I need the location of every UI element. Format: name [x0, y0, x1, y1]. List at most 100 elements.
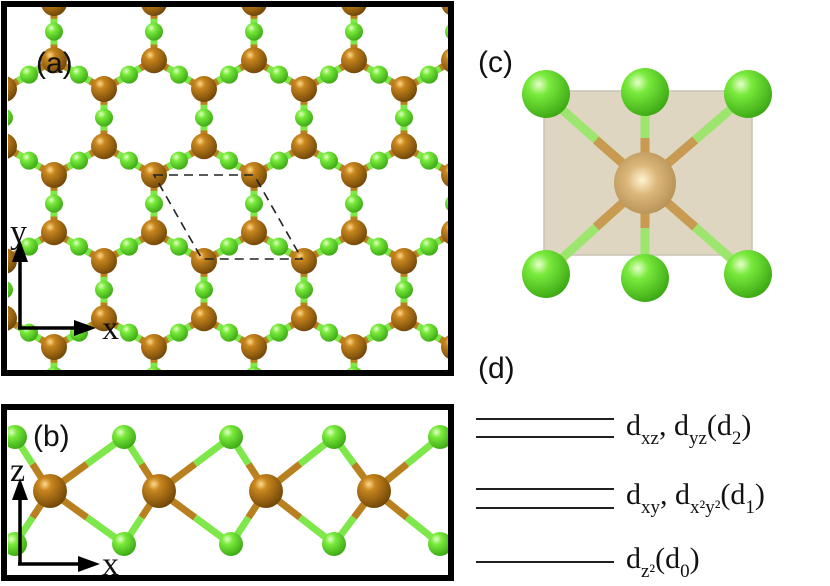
metal-atom: [441, 48, 448, 72]
halogen-atom: [370, 237, 388, 256]
halogen-atom: [370, 151, 388, 170]
metal-atom: [291, 248, 317, 274]
halogen-atom: [112, 425, 136, 449]
metal-atom: [33, 474, 67, 508]
halogen-atom: [320, 65, 338, 84]
metal-atom: [8, 76, 17, 102]
halogen-atom: [145, 22, 163, 41]
halogen-atom: [20, 237, 38, 256]
panel-a-atoms: [8, 6, 448, 370]
metal-atom: [391, 76, 417, 102]
halogen-atom: [320, 323, 338, 342]
metal-atom: [91, 76, 117, 102]
halogen-atom: [420, 237, 438, 256]
halogen-atom: [370, 323, 388, 342]
halogen-atom: [522, 70, 570, 118]
panel-c: (c): [478, 46, 772, 302]
metal-atom: [91, 133, 117, 160]
halogen-atom: [270, 151, 288, 170]
panel-d-label: (d): [478, 352, 515, 385]
z-arrow-icon: [12, 478, 28, 500]
panel-b-frame: [1, 404, 454, 581]
panel-d: (d) dxz, dyz(d2) dxy, dx²y²(d1) dz²(d0): [476, 352, 765, 582]
halogen-atom: [46, 366, 62, 370]
halogen-atom: [245, 194, 263, 213]
metal-atom: [241, 162, 267, 188]
panel-a: (a) y x: [1, 1, 454, 376]
halogen-atom: [270, 323, 288, 342]
octahedron: [522, 68, 772, 302]
halogen-atom: [320, 151, 338, 170]
metal-atom: [91, 248, 117, 274]
halogen-atom: [145, 194, 163, 213]
metal-atom: [441, 220, 448, 244]
halogen-atom: [724, 250, 772, 298]
halogen-atom: [146, 366, 162, 370]
halogen-atom: [445, 196, 448, 211]
halogen-atom: [395, 280, 413, 299]
halogen-atom: [345, 22, 363, 41]
y-arrow-icon: [12, 240, 28, 262]
halogen-atom: [120, 65, 138, 84]
halogen-atom: [621, 68, 669, 116]
metal-atom: [141, 47, 167, 74]
metal-atom: [441, 6, 448, 15]
axis-x-label: x: [102, 546, 119, 583]
halogen-atom: [522, 250, 570, 298]
halogen-atom: [428, 532, 448, 556]
metal-atom: [91, 305, 117, 332]
halogen-atom: [170, 65, 188, 84]
metal-atom: [8, 133, 17, 159]
panel-a-label: (a): [36, 47, 73, 80]
panel-a-frame: [1, 1, 454, 376]
level-label-d0: dz²(d0): [626, 542, 700, 582]
metal-atom: [241, 219, 267, 246]
metal-atom: [291, 133, 317, 160]
metal-atom: [391, 305, 417, 332]
metal-atom: [141, 334, 167, 360]
halogen-atom: [420, 323, 438, 342]
halogen-atom: [219, 532, 243, 556]
halogen-atom: [220, 237, 238, 256]
unit-cell-outline: [152, 174, 304, 260]
metal-atom: [241, 334, 267, 360]
halogen-atom: [420, 151, 438, 170]
halogen-atom: [295, 280, 313, 299]
metal-atom: [241, 6, 267, 16]
halogen-atom: [70, 65, 88, 84]
halogen-atom: [219, 425, 243, 449]
halogen-atom: [120, 151, 138, 170]
panel-c-label: (c): [478, 46, 513, 79]
x-arrow-icon: [74, 320, 96, 336]
metal-atom: [341, 6, 367, 16]
halogen-atom: [8, 425, 27, 449]
halogen-atom: [8, 532, 27, 556]
halogen-atom: [95, 280, 113, 299]
metal-atom: [41, 162, 67, 188]
halogen-atom: [270, 65, 288, 84]
halogen-atom: [8, 281, 13, 298]
halogen-atom: [45, 194, 63, 213]
halogen-atom: [621, 254, 669, 302]
halogen-atom: [45, 22, 63, 41]
panel-a-axes: y x: [10, 214, 119, 347]
metal-atom: [41, 219, 67, 246]
halogen-atom: [445, 24, 448, 39]
halogen-atom: [345, 194, 363, 213]
halogen-atom: [270, 237, 288, 256]
metal-atom: [441, 163, 448, 187]
halogen-atom: [724, 70, 772, 118]
metal-atom: [41, 47, 67, 74]
halogen-atom: [346, 366, 362, 370]
axis-y-label: y: [10, 214, 27, 251]
metal-atom: [142, 474, 176, 508]
halogen-atom: [220, 65, 238, 84]
metal-atom: [391, 248, 417, 274]
halogen-atom: [395, 108, 413, 127]
halogen-atom: [120, 323, 138, 342]
axis-z-label: z: [10, 452, 25, 489]
halogen-atom: [170, 237, 188, 256]
halogen-atom: [446, 368, 448, 370]
metal-atom: [291, 305, 317, 332]
